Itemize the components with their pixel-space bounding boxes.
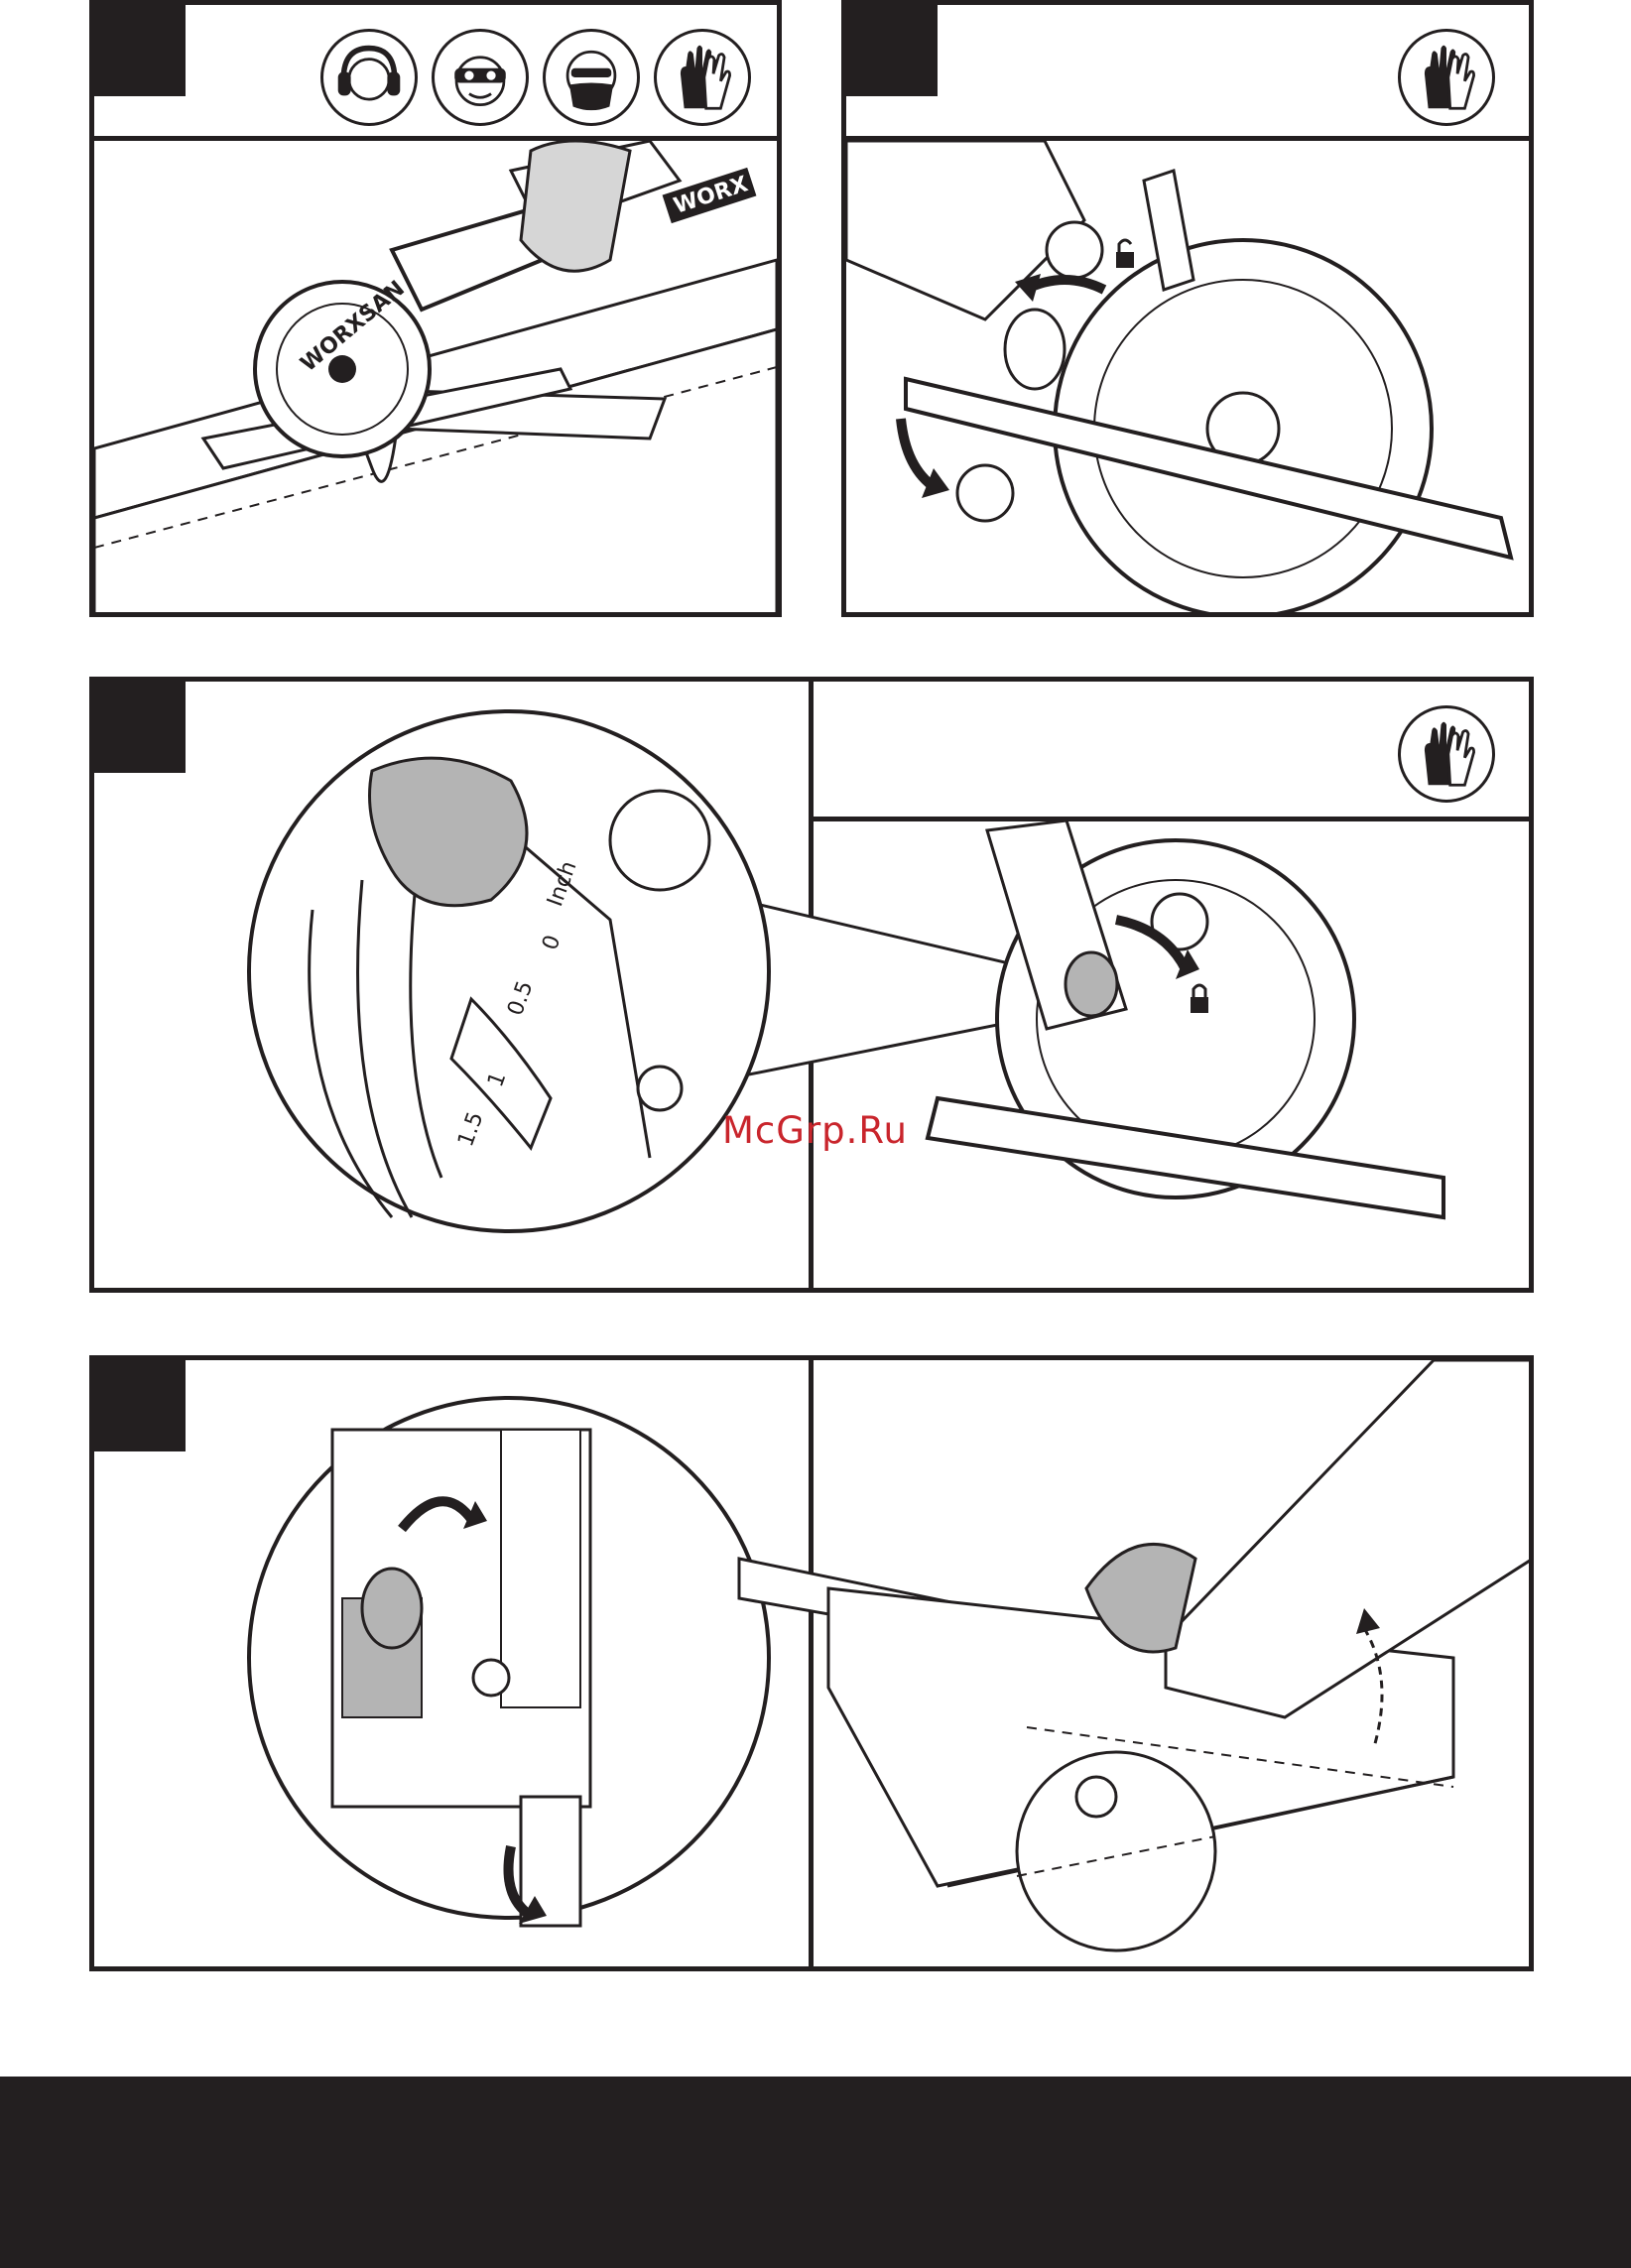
gloves-icon [654,29,751,126]
panel-1: WORX WORXSAN [89,0,782,617]
saw-on-workpiece-illustration: WORX WORXSAN [94,141,777,617]
bevel-knob-closeup-illustration: Inch 0 0.5 1 1.5 [94,682,1534,1293]
depth-adjust-illustration [846,141,1529,617]
step-tag-1 [94,5,186,96]
bevel-angle-illustration [94,1360,1534,1971]
gloves-icon [1398,29,1495,126]
eye-protection-icon [432,29,529,126]
footer-band [0,2077,1631,2268]
panel-4 [89,1355,1534,1971]
step-tag-2 [846,5,938,96]
panel-2 [841,0,1534,617]
panel-3: Inch 0 0.5 1 1.5 [89,677,1534,1293]
brand-worx-label: WORX [671,172,751,219]
lock-open-icon [1116,240,1134,268]
watermark: McGrp.Ru [722,1109,908,1152]
ear-protection-icon [320,29,418,126]
dust-mask-icon [543,29,640,126]
